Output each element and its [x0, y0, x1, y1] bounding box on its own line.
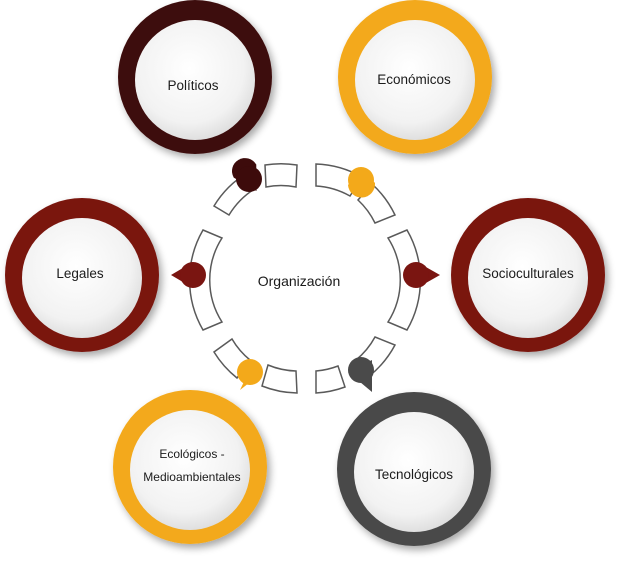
- node-inner-circle: [355, 20, 475, 140]
- connector-socioculturales-tip: [403, 262, 429, 288]
- node-label-line-2: Medioambientales: [143, 470, 240, 484]
- node-legales: Legales: [5, 198, 159, 352]
- node-label: Socioculturales: [482, 266, 574, 281]
- center-ring-segment: [261, 363, 298, 394]
- center-ring-segment: [264, 162, 298, 188]
- connector-tecnologicos-tip: [348, 357, 374, 383]
- center-label: Organización: [258, 273, 341, 289]
- connector-ecologicos-tip: [237, 359, 263, 385]
- node-inner-circle: [22, 218, 142, 338]
- node-ecologicos: Ecológicos - Medioambientales: [113, 390, 267, 544]
- node-label: Tecnológicos: [375, 467, 453, 482]
- node-inner-circle: [468, 218, 588, 338]
- node-tecnologicos: Tecnológicos: [337, 392, 491, 546]
- node-inner-circle: [354, 412, 474, 532]
- node-inner-circle: [135, 20, 255, 140]
- node-economicos: Económicos: [338, 0, 492, 154]
- connector-legales-tip: [180, 262, 206, 288]
- node-label: Legales: [56, 266, 104, 281]
- node-inner-circle: [130, 410, 250, 530]
- node-socioculturales: Socioculturales: [451, 198, 605, 352]
- connectors: [171, 158, 440, 392]
- node-label: Políticos: [167, 78, 218, 93]
- node-politicos: Políticos: [118, 0, 272, 154]
- connector-economicos-tip: [348, 167, 374, 193]
- center-ring-segment: [315, 365, 346, 394]
- node-label-line-1: Ecológicos -: [159, 447, 224, 461]
- node-label: Económicos: [377, 72, 451, 87]
- connector-politicos-tip: [236, 166, 262, 192]
